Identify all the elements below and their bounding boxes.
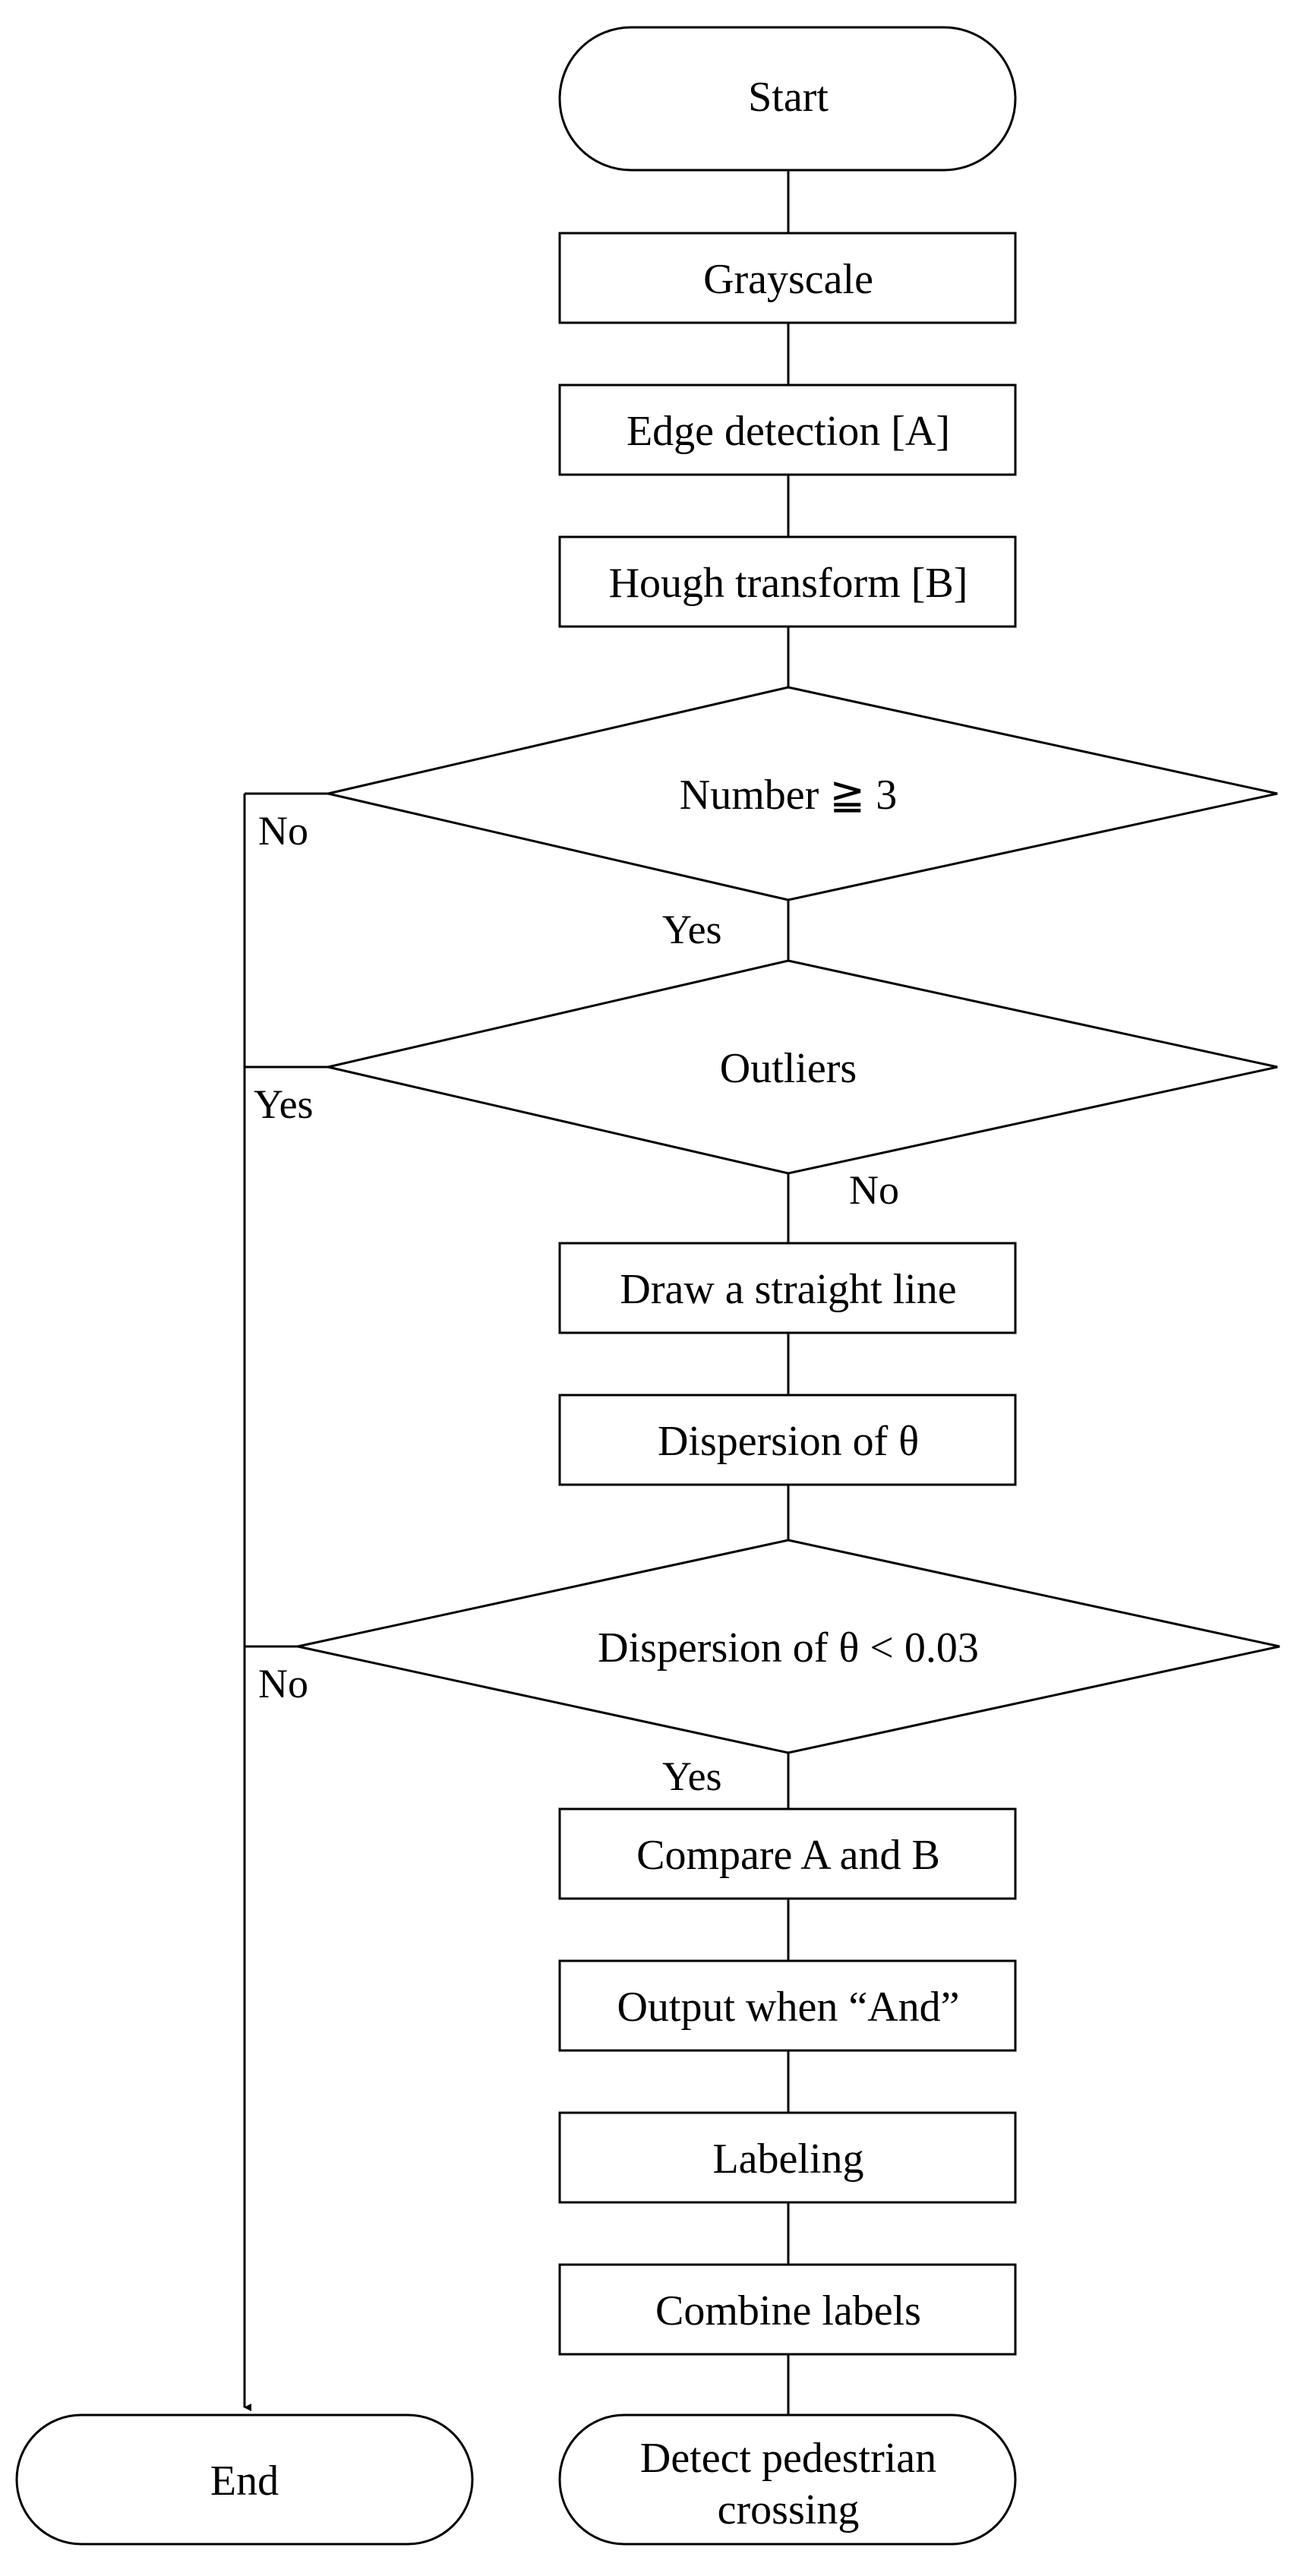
dispersion-box: Dispersion of θ: [558, 1394, 1017, 1486]
grayscale-label: Grayscale: [703, 256, 873, 303]
compare-label: Compare A and B: [636, 1832, 940, 1879]
hough-transform-label: Hough transform [B]: [609, 560, 968, 607]
outliers-yes-label: Yes: [254, 1081, 314, 1127]
outliers-decision-label: Outliers: [720, 1045, 857, 1092]
number-yes-label: Yes: [662, 907, 722, 952]
dispersion-yes-label: Yes: [662, 1754, 722, 1799]
end-terminal: End: [15, 2413, 474, 2546]
number-decision: Number ≧ 3: [327, 686, 1278, 901]
draw-line-label: Draw a straight line: [620, 1266, 956, 1313]
output-and-box: Output when “And”: [558, 1959, 1017, 2052]
combine-labels-box: Combine labels: [558, 2263, 1017, 2356]
edge-detection-box: Edge detection [A]: [558, 384, 1017, 476]
start-label: Start: [748, 74, 829, 121]
detect-crossing-label-line2: crossing: [718, 2486, 860, 2533]
start-terminal: Start: [558, 26, 1017, 172]
combine-labels-label: Combine labels: [655, 2287, 921, 2334]
dispersion-no-label: No: [258, 1661, 308, 1706]
detect-crossing-label-line1: Detect pedestrian: [640, 2435, 936, 2482]
dispersion-decision-label: Dispersion of θ < 0.03: [598, 1624, 979, 1672]
outliers-no-label: No: [849, 1167, 899, 1213]
number-no-label: No: [258, 808, 308, 854]
hough-transform-box: Hough transform [B]: [558, 535, 1017, 628]
labeling-box: Labeling: [558, 2111, 1017, 2204]
edge-detection-label: Edge detection [A]: [627, 408, 950, 455]
grayscale-box: Grayscale: [558, 232, 1017, 324]
end-label: End: [210, 2458, 279, 2505]
number-decision-label: Number ≧ 3: [680, 772, 897, 819]
outliers-decision: Outliers: [327, 959, 1278, 1175]
detect-crossing-terminal: Detect pedestrian crossing: [558, 2413, 1017, 2546]
labeling-label: Labeling: [712, 2136, 863, 2183]
draw-line-box: Draw a straight line: [558, 1242, 1017, 1334]
compare-box: Compare A and B: [558, 1807, 1017, 1900]
dispersion-label: Dispersion of θ: [658, 1418, 919, 1465]
output-and-label: Output when “And”: [617, 1984, 959, 2031]
dispersion-decision: Dispersion of θ < 0.03: [297, 1539, 1280, 1754]
